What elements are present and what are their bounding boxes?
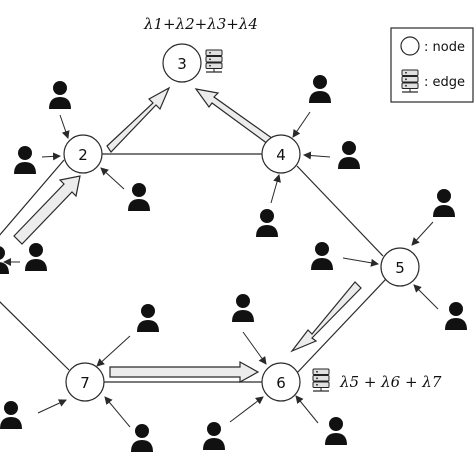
server-icon	[401, 69, 419, 93]
user-icon	[256, 209, 278, 237]
arrow-user-4a	[292, 111, 311, 138]
arrow-user-2b	[41, 152, 61, 161]
request-arrows	[3, 111, 439, 428]
flow-arrow-1-2	[13, 175, 81, 245]
user-icon	[25, 243, 47, 271]
arrow-user-4c	[270, 174, 281, 204]
arrow-user-4b	[303, 151, 331, 160]
nodes: 3 2 4 5 6 7	[63, 43, 420, 402]
user-icon	[137, 304, 159, 332]
user-icon	[49, 81, 71, 109]
node-6-label: 6	[276, 374, 286, 392]
node-2[interactable]: 2	[63, 134, 103, 174]
node-7[interactable]: 7	[65, 362, 105, 402]
user-icon	[203, 422, 225, 450]
user-icon	[309, 75, 331, 103]
user-icon	[445, 302, 467, 330]
links	[0, 153, 387, 383]
formula-node-6: λ5 + λ6 + λ7	[339, 373, 442, 391]
node-3[interactable]: 3	[162, 43, 202, 83]
node-5-label: 5	[395, 259, 405, 277]
arrow-user-5b	[342, 257, 379, 267]
arrow-user-6a	[242, 331, 267, 365]
legend: : node : edge	[390, 27, 474, 103]
user-icon	[232, 294, 254, 322]
node-5[interactable]: 5	[380, 247, 420, 287]
legend-edge-label: : edge	[424, 75, 465, 90]
circle-icon	[400, 36, 420, 56]
link-1-7	[0, 301, 70, 371]
node-4-label: 4	[276, 146, 286, 164]
user-icon	[128, 183, 150, 211]
legend-node-label: : node	[424, 40, 465, 55]
arrow-user-7c	[104, 396, 131, 428]
user-icon	[433, 189, 455, 217]
formula-node-3: λ1+λ2+λ3+λ4	[143, 15, 258, 33]
user-icon	[0, 246, 9, 274]
node-6[interactable]: 6	[261, 362, 301, 402]
user-icon	[311, 242, 333, 270]
arrow-user-2c	[100, 167, 125, 190]
arrow-user-2a	[59, 114, 70, 139]
flow-arrows	[13, 86, 362, 384]
server-icon	[312, 368, 330, 392]
link-4-5	[296, 165, 384, 257]
user-icon	[325, 417, 347, 445]
flow-arrow-5-6	[290, 281, 362, 353]
arrow-user-6b	[229, 396, 264, 423]
flow-arrow-2-3	[106, 86, 171, 153]
arrow-user-7b	[37, 399, 67, 414]
node-4[interactable]: 4	[261, 134, 301, 174]
node-3-label: 3	[177, 55, 187, 73]
user-icon	[131, 424, 153, 452]
flow-arrow-4-3	[194, 88, 277, 148]
arrow-user-5a	[411, 221, 434, 246]
flow-arrow-7-6	[109, 360, 260, 384]
node-2-label: 2	[78, 146, 88, 164]
server-icon	[205, 49, 223, 73]
user-icon	[14, 146, 36, 174]
arrow-user-7a	[96, 335, 131, 367]
node-7-label: 7	[80, 374, 90, 392]
link-5-6	[295, 278, 387, 375]
user-icon	[0, 401, 22, 429]
user-icon	[338, 141, 360, 169]
link-1-2	[0, 159, 65, 236]
arrow-user-6c	[295, 395, 319, 424]
arrow-user-5c	[413, 284, 439, 310]
